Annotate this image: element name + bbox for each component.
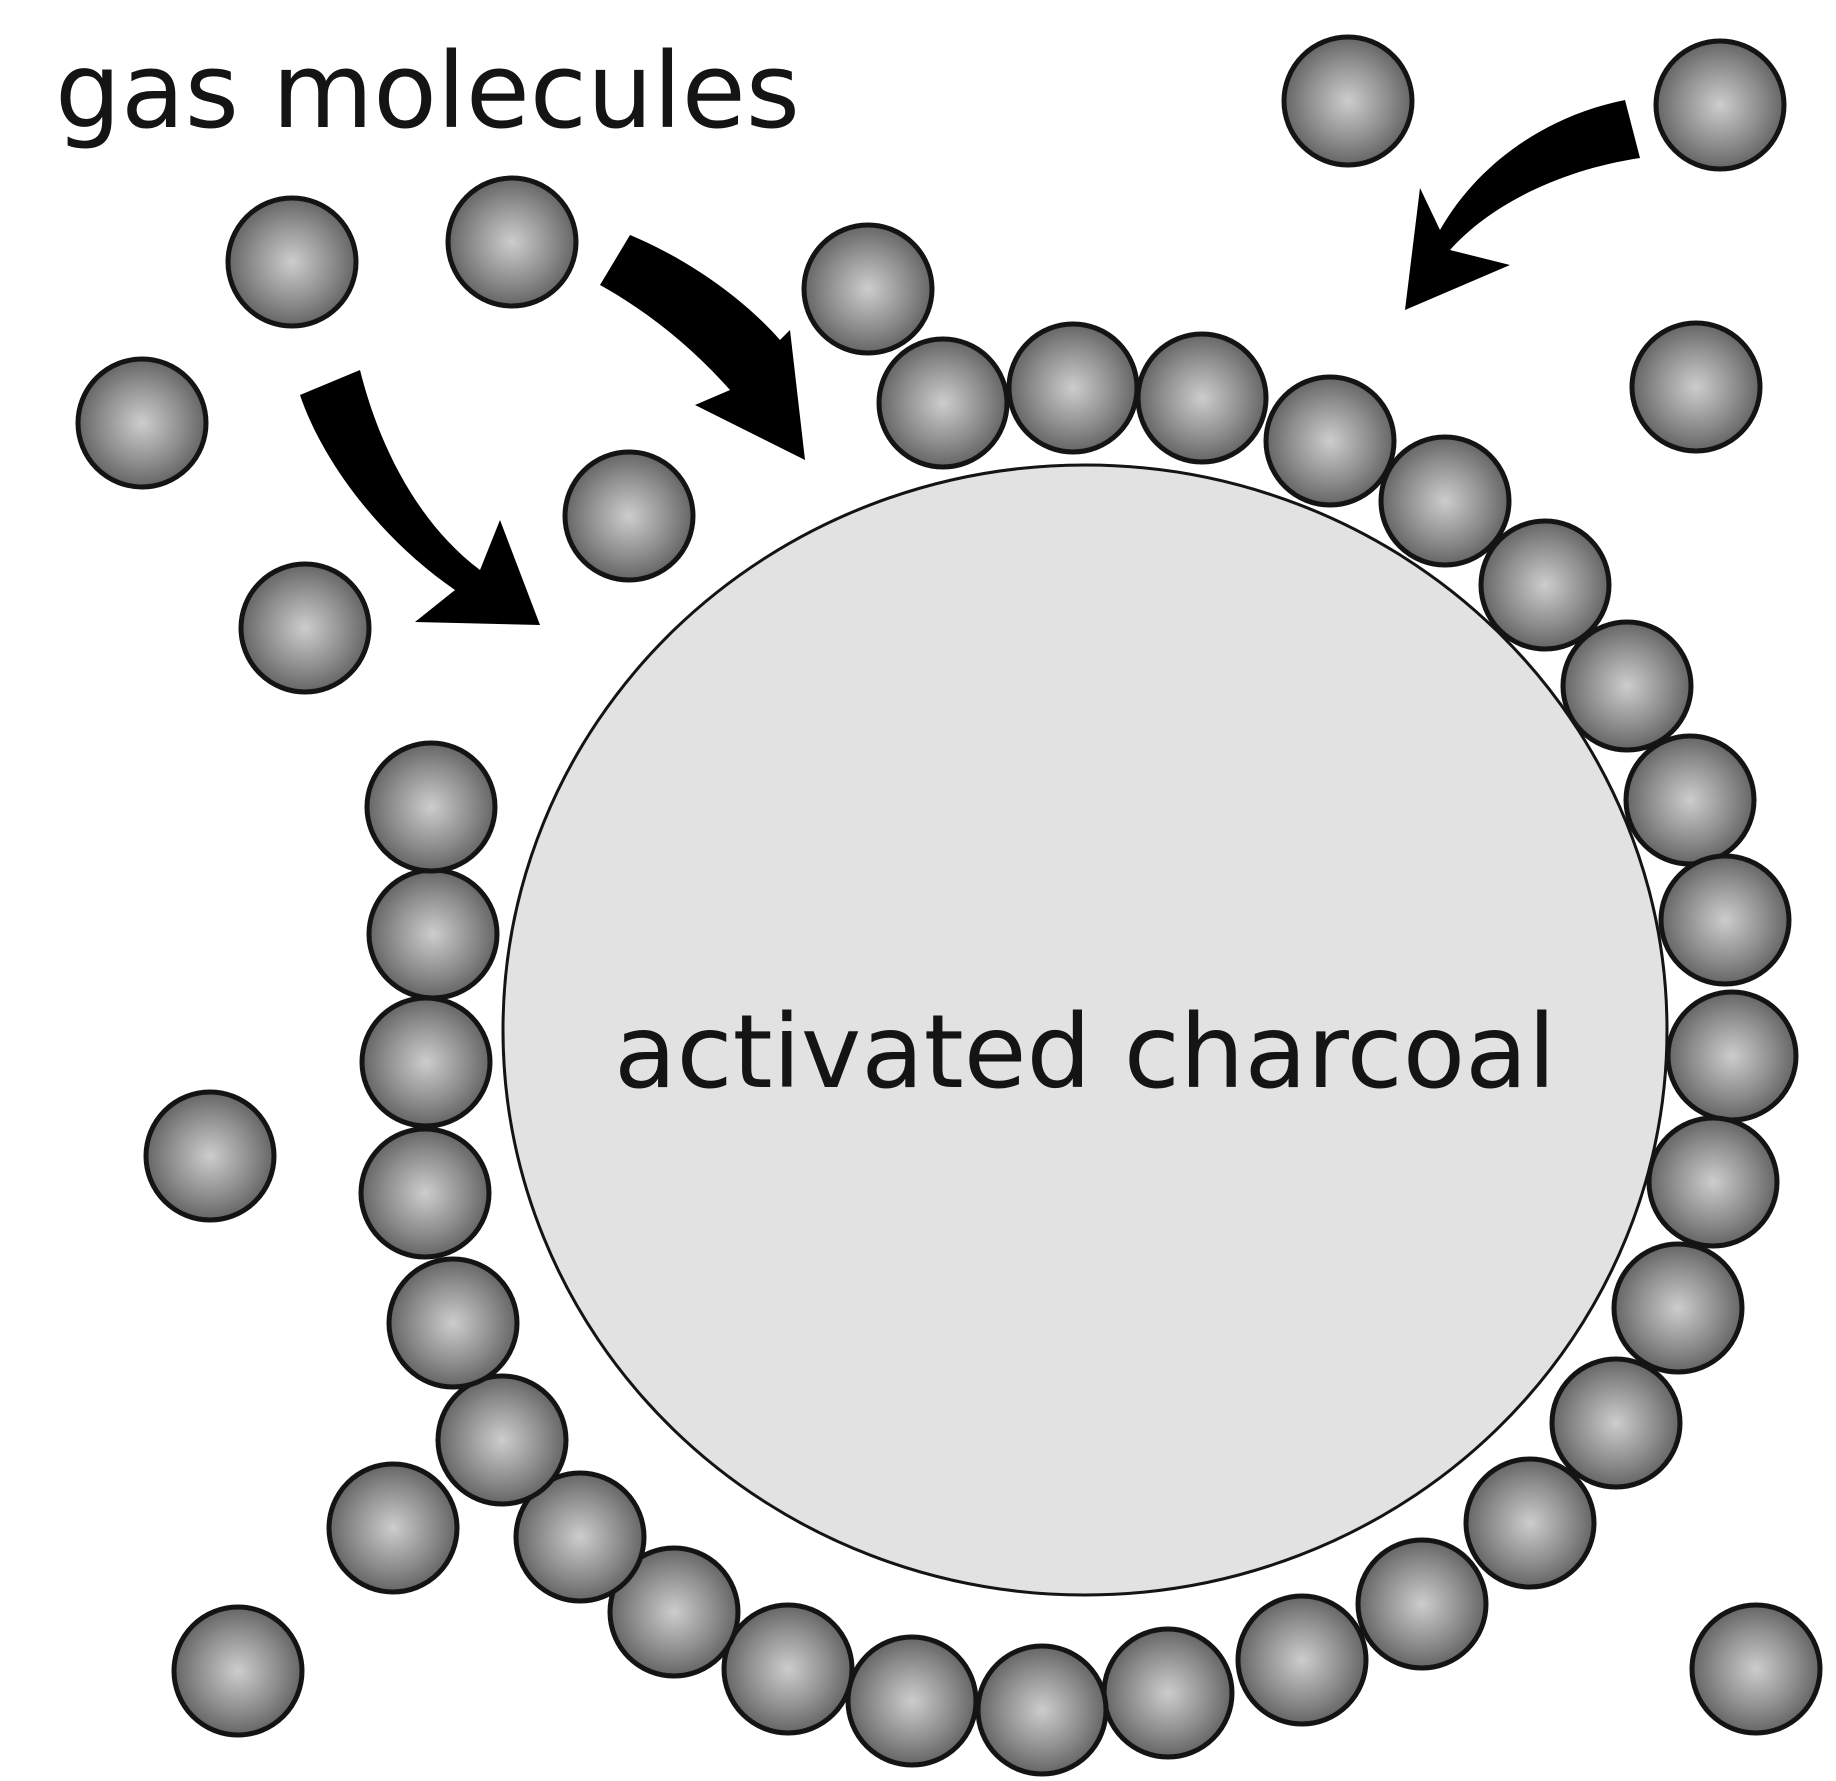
- free-gas-molecule: [1689, 1602, 1823, 1736]
- adsorbed-gas-molecule: [513, 1470, 647, 1604]
- adsorbed-gas-molecule: [1463, 1456, 1597, 1590]
- free-gas-molecule: [562, 449, 696, 583]
- free-gas-molecule: [326, 1461, 460, 1595]
- adsorbed-gas-molecule: [1378, 434, 1512, 568]
- adsorbed-gas-molecule: [1135, 331, 1269, 465]
- adsorbed-gas-molecule: [1101, 1626, 1235, 1760]
- free-gas-molecule: [171, 1604, 305, 1738]
- adsorbed-gas-molecule: [1006, 321, 1140, 455]
- arrow-center-down-icon: [600, 235, 805, 460]
- arrow-left-down-icon: [300, 370, 540, 625]
- adsorbed-gas-molecule: [1355, 1537, 1489, 1671]
- free-gas-molecule: [238, 561, 372, 695]
- adsorbed-gas-molecule: [359, 995, 493, 1129]
- adsorbed-gas-molecule: [607, 1545, 741, 1679]
- adsorbed-gas-molecule: [358, 1126, 492, 1260]
- adsorbed-gas-molecule: [1549, 1356, 1683, 1490]
- free-gas-molecule: [1653, 38, 1787, 172]
- adsorbed-gas-molecule: [1263, 374, 1397, 508]
- adsorbed-gas-molecule: [1623, 733, 1757, 867]
- adsorbed-gas-molecule: [364, 740, 498, 874]
- adsorbed-gas-molecule: [1560, 619, 1694, 753]
- adsorbed-gas-molecule: [876, 336, 1010, 470]
- arrow-right-down-icon: [1405, 100, 1640, 310]
- adsorbed-gas-molecule: [975, 1643, 1109, 1777]
- adsorbed-gas-molecule: [1235, 1593, 1369, 1727]
- gas-molecules-label: gas molecules: [55, 30, 800, 152]
- free-gas-molecule: [1281, 34, 1415, 168]
- adsorbed-gas-molecule: [845, 1634, 979, 1768]
- adsorbed-gas-molecule: [1665, 989, 1799, 1123]
- free-gas-molecule: [75, 356, 209, 490]
- adsorbed-gas-molecule: [1478, 518, 1612, 652]
- free-gas-molecule: [801, 222, 935, 356]
- adsorbed-gas-molecule: [435, 1373, 569, 1507]
- activated-charcoal-particle: [501, 463, 1669, 1597]
- free-gas-molecule: [225, 195, 359, 329]
- activated-charcoal-label: activated charcoal: [614, 993, 1556, 1112]
- adsorbed-gas-molecule: [386, 1256, 520, 1390]
- adsorbed-gas-molecule: [1658, 853, 1792, 987]
- gas-molecules-group: [75, 34, 1823, 1777]
- adsorbed-gas-molecule: [721, 1602, 855, 1736]
- free-gas-molecule: [445, 175, 579, 309]
- adsorbed-gas-molecule: [1646, 1115, 1780, 1249]
- adsorbed-gas-molecule: [366, 867, 500, 1001]
- arrows-group: [300, 100, 1640, 625]
- adsorbed-gas-molecule: [1611, 1241, 1745, 1375]
- free-gas-molecule: [143, 1089, 277, 1223]
- free-gas-molecule: [1629, 320, 1763, 454]
